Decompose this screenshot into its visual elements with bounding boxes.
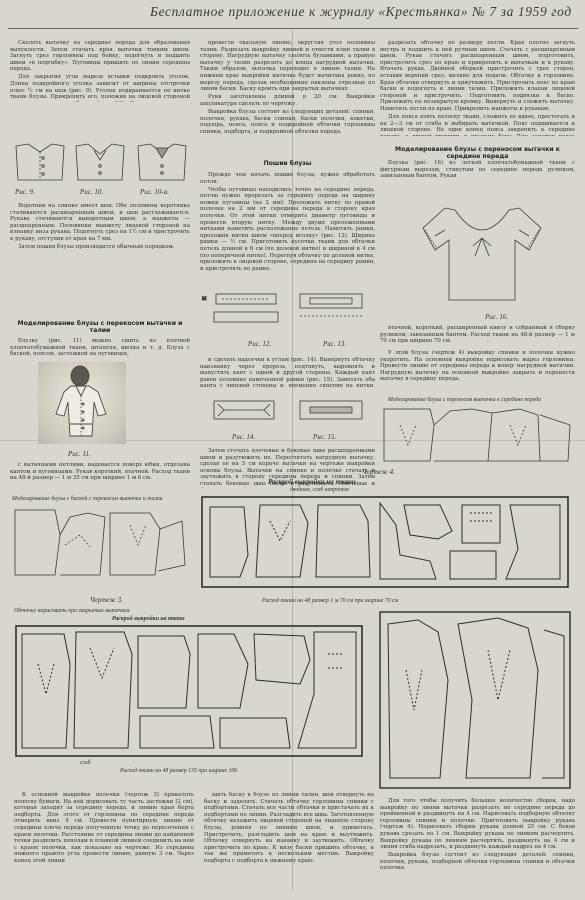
layout3-fold: сгиб	[80, 760, 91, 766]
woman-blouse-illustration	[55, 365, 107, 437]
fig15-caption: Рис. 15.	[313, 433, 337, 441]
col2-body-text3: и сделать надсечки к углам (рис. 14). Вы…	[200, 357, 375, 387]
fig11-caption: Рис. 11.	[68, 450, 91, 458]
fabric-layout-chart4	[201, 496, 569, 588]
col1-pattern-note: Моделирование блузы с баской с перекосом…	[12, 496, 163, 502]
bottom-col3-text: Для того чтобы получить большое количест…	[380, 798, 575, 872]
fig16-caption: Рис. 16.	[485, 313, 509, 321]
layout3-bottom-note: Расход ткани на 48 размер 135 при ширине…	[120, 768, 238, 774]
col2-heading: Пошив блузы	[263, 160, 312, 167]
col2-top-text: провести овальную линию, округляя угол п…	[200, 40, 375, 135]
header-rule	[8, 28, 578, 29]
col1-mid-text: Воротник на спинке имеет шов. Обе полови…	[10, 203, 190, 251]
layout4-title: Раскрой выкройки на ткани	[268, 478, 356, 486]
bottom-col2-text: шить баску к блузе по линии талии, шов о…	[204, 792, 374, 864]
fig9-caption: Рис. 9.	[15, 188, 35, 196]
buttonhole-figures-14-15	[213, 400, 363, 420]
chart3-label: Чертеж 3.	[90, 596, 123, 604]
col2-body-text4: Затем сточать плечевые и боковые швы рас…	[200, 448, 375, 488]
col3-body-text: Блузка (рис. 16) из легкой хлопчатобумаж…	[380, 160, 575, 180]
page-header: Бесплатное приложение к журналу «Крестья…	[150, 4, 572, 19]
fold-line-horizontal	[0, 440, 585, 441]
fold-line-vertical	[292, 30, 293, 890]
col3-top-text: разрезать обтачку по размеру петли. Края…	[380, 40, 575, 136]
fig13-caption: Рис. 13.	[323, 340, 347, 348]
col1-top-text: Сколоть вытачку на середине переда для о…	[10, 40, 190, 102]
col1-heading: Моделирование блузы с перекосом вытачки …	[17, 320, 183, 335]
pattern-drawing-chart4	[383, 408, 571, 462]
blouse-figure-16	[422, 207, 542, 301]
col3-heading: Моделирование блузы с переносом вытачки …	[395, 146, 560, 161]
col3-pattern-note: Моделирование блузы с переносом вытачки …	[388, 397, 542, 403]
col3-body-text3: У этой блузы (чертеж 4) выкройку спинки …	[380, 350, 575, 383]
col2-body-text: Прежде чем начать пошив блузы, нужно обр…	[200, 172, 375, 272]
pattern-drawing-col3-lower	[379, 611, 571, 789]
fabric-layout-chart3	[15, 625, 363, 757]
col1-body-text: Блузку (рис. 11) можно сшить из плотной …	[10, 338, 190, 358]
fig12-caption: Рис. 12.	[248, 340, 272, 348]
col1-bottom-text: с вытачными петлями, надевается поверх ю…	[10, 462, 190, 482]
layout3-title: Раскрой выкройки на ткани	[112, 616, 185, 622]
layout3-note: Обтачку нарисовать при закрытых вытачках	[14, 608, 130, 614]
layout4-note: Расход ткани на 48 размер 1 м 70 см при …	[262, 598, 399, 604]
blouse-figures-9-10	[15, 143, 187, 181]
fig14-caption: Рис. 14.	[232, 433, 256, 441]
pattern-drawing-chart3-small	[14, 509, 186, 576]
col3-body-text2: втачной, короткий, расширенный книзу и с…	[380, 325, 575, 345]
chart4-label: Чертеж 4.	[362, 468, 395, 476]
buttonhole-figures-12-13: м	[202, 293, 363, 323]
fig10a-caption: Рис. 10-а.	[140, 188, 169, 196]
fig10-caption: Рис. 10.	[80, 188, 104, 196]
layout4-subtitle: двойная, сгиб напротив	[290, 487, 349, 493]
bottom-col1-text: К основной выкройке полочки (чертеж 3) п…	[14, 792, 194, 864]
svg-text:м: м	[202, 294, 207, 302]
